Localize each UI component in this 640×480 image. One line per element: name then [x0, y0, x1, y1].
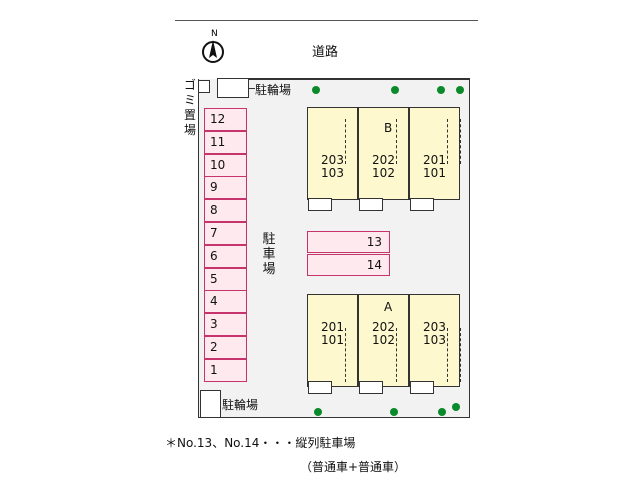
unit-lower-number: 101 — [423, 166, 446, 180]
stair-outline — [396, 328, 410, 382]
bike-parking-bottom-box — [200, 390, 221, 418]
balcony — [410, 381, 434, 394]
building-label: B — [384, 121, 393, 135]
parking-space-4: 4 — [204, 290, 247, 314]
unit-lower-number: 103 — [321, 166, 344, 180]
parking-space-12: 12 — [204, 108, 247, 131]
compass-icon: N — [202, 29, 224, 63]
balcony — [359, 381, 383, 394]
parking-space-5: 5 — [204, 267, 247, 291]
road-boundary-line — [175, 20, 478, 21]
stair-outline — [396, 119, 410, 164]
parking-label: 駐車場 — [262, 232, 276, 277]
tree-icon — [314, 408, 322, 416]
parking-space-1: 1 — [204, 358, 247, 382]
stair-outline — [447, 119, 461, 164]
garbage-area-box — [198, 80, 210, 93]
tree-icon — [438, 408, 446, 416]
parking-space-2: 2 — [204, 336, 247, 359]
compass-letter: N — [211, 29, 218, 39]
lot-top-edge — [237, 78, 470, 80]
unit-upper-number: 201 — [423, 153, 446, 167]
bike-parking-top-box — [217, 78, 249, 98]
balcony — [308, 198, 332, 211]
tree-icon — [452, 403, 460, 411]
parking-space-3: 3 — [204, 313, 247, 337]
bike-parking-bottom-label: 駐輪場 — [222, 398, 259, 412]
tree-icon — [391, 86, 399, 94]
tree-icon — [437, 86, 445, 94]
stair-outline — [447, 328, 461, 382]
road-label: 道路 — [312, 45, 339, 60]
north-compass: N — [198, 28, 228, 68]
balcony — [410, 198, 434, 211]
unit-lower-number: 102 — [372, 333, 395, 347]
parking-space-11: 11 — [204, 130, 247, 154]
unit-upper-number: 203 — [423, 320, 446, 334]
parking-space-8: 8 — [204, 199, 247, 223]
building-label: A — [384, 300, 393, 314]
balcony — [308, 381, 332, 394]
tree-icon — [456, 86, 464, 94]
unit-lower-number: 101 — [321, 333, 344, 347]
unit-upper-number: 201 — [321, 320, 344, 334]
footnote-line-1: ＊No.13、No.14・・・縦列駐車場 — [165, 436, 356, 450]
bike-parking-top-label: 駐輪場 — [255, 83, 292, 97]
unit-upper-number: 202 — [372, 320, 395, 334]
unit-lower-number: 102 — [372, 166, 395, 180]
garbage-area-label: ゴミ置場 — [183, 78, 196, 137]
unit-upper-number: 202 — [372, 153, 395, 167]
tree-icon — [390, 408, 398, 416]
tree-icon — [312, 86, 320, 94]
parking-space-13: 13 — [307, 231, 390, 253]
balcony — [359, 198, 383, 211]
unit-lower-number: 103 — [423, 333, 446, 347]
parking-space-14: 14 — [307, 254, 390, 276]
bike-parking-top-leader — [249, 88, 255, 89]
parking-space-10: 10 — [204, 153, 247, 177]
unit-upper-number: 203 — [321, 153, 344, 167]
parking-space-6: 6 — [204, 244, 247, 268]
footnote-line-2: （普通車+普通車） — [300, 460, 407, 474]
stair-outline — [345, 328, 359, 382]
stair-outline — [345, 119, 359, 164]
parking-space-7: 7 — [204, 222, 247, 245]
parking-space-9: 9 — [204, 176, 247, 200]
